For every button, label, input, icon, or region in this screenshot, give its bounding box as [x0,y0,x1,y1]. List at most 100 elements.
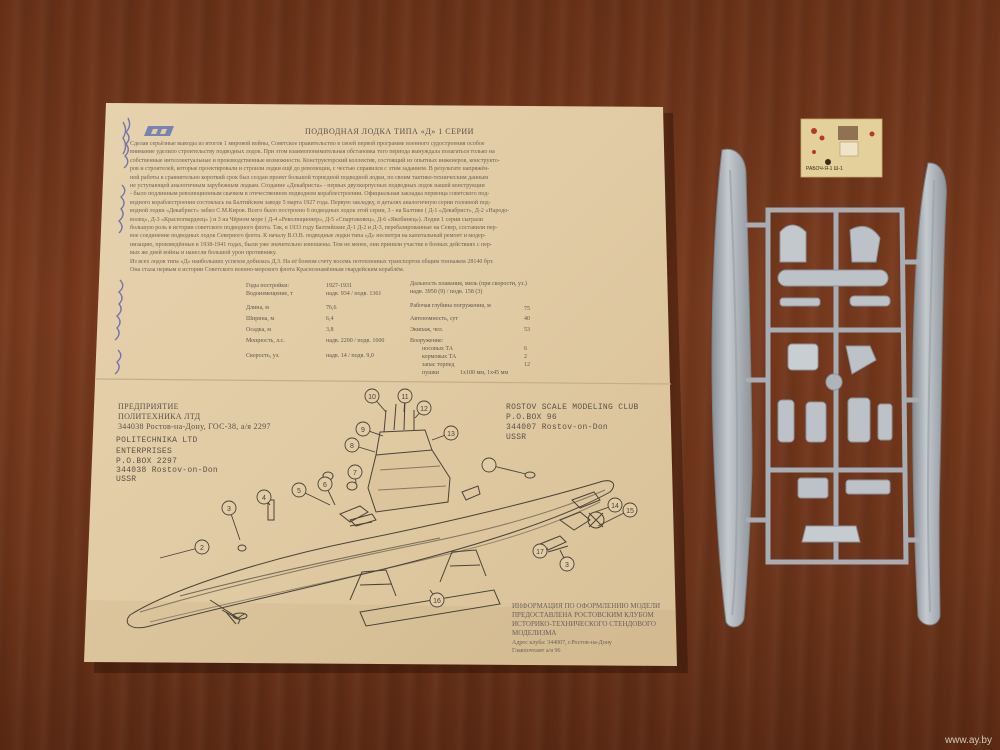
sheet-title: ПОДВОДНАЯ ЛОДКА ТИПА «Д» 1 СЕРИИ [305,127,474,136]
part-number: 4 [262,495,266,502]
part-number: 13 [447,431,455,438]
part-number: 3 [227,506,231,513]
club-line: USSR [506,433,527,442]
history-line: волец», Д-3 «Красногвардеец» ) и 3 на Чё… [130,216,483,223]
history-line: Из всех лодок типа «Д» наибольших успехо… [130,258,494,265]
spec-label: Осадка, м [246,327,272,333]
spec-label: Годы постройки: [246,283,290,289]
spec-value: 1х100 мм, 1х45 мм [460,370,509,376]
spec-value: 1927-1931 [326,283,352,289]
spec-label: Скорость, уз. [246,353,280,359]
spec-value: надв. 2200 / подв. 1600 [326,338,385,344]
club-line: ROSTOV SCALE MODELING CLUB [506,403,639,412]
decal-text: РАБОЧ-Я-1 Ш-1 [806,166,843,172]
decal-sheet [800,118,883,178]
history-line: вое соединение подводных лодок Северного… [130,233,486,240]
history-line: Сделав серьёзные выводы из итогов 1 миро… [130,141,485,147]
spec-label: Мощность, л.с. [246,338,285,344]
spec-value: 6,4 [326,316,334,322]
spec-label: Вооружение: [410,338,444,344]
spec-value: 3,8 [326,327,334,333]
spec-label: кормовых ТА [422,354,457,360]
part-callouts [159,388,638,608]
spec-value: 75 [524,306,530,312]
conning-tower [367,449,451,513]
history-line: внимание уделило строительству подводных… [130,149,495,156]
spec-label: Экипаж, чел. [410,327,444,333]
history-line: водного кораблестроения состоялась на Ба… [130,199,491,206]
kit-logo [144,126,174,136]
spec-value: 76,6 [326,305,337,311]
spec-label: пушки [422,370,439,376]
info-line: ПРЕДОСТАВЛЕНА РОСТОВСКИМ КЛУБОМ [512,611,654,619]
part-number: 17 [536,549,544,556]
part-number: 9 [361,427,365,434]
part-number: 6 [323,482,327,489]
scribble-marks [114,117,131,375]
part-number: 12 [420,406,428,413]
deck-gun [339,505,369,523]
publisher-line: ПРЕДПРИЯТИЕ [118,402,179,411]
spec-label: Дальность плавания, миль (при скорости, … [410,281,527,287]
hull-half-left [711,148,753,628]
history-line: - было подлинным революционным скачком в… [130,191,490,198]
spec-value: надв. 3950 (9) / подв. 158 (3) [410,289,483,295]
submarine-drawing [126,399,615,629]
part-number: 2 [200,545,204,552]
publisher-line: ПОЛИТЕХНИКА ЛТД [118,412,201,421]
history-line: ров и строителей, которые проектировали … [130,166,490,173]
spec-value: 6 [524,346,527,352]
history-line: водной лодки «Декабрист» забил С.М.Киров… [130,208,510,215]
history-line: собственные интеллектуальные и производс… [130,157,500,164]
part-number: 3 [565,562,569,569]
history-line: ной работы в сравнительно короткий срок … [130,174,489,181]
spec-label: Длина, м [246,305,269,311]
sprue-parts [777,224,893,543]
spec-label: Рабочая глубина погружения, м [410,303,491,309]
part-number: 16 [433,598,441,605]
history-line: вых же дней войны и нанесли большой урон… [130,250,277,257]
part-number: 11 [401,394,408,401]
part-number: 15 [626,508,634,515]
spec-value: 53 [524,327,530,333]
spec-label: Ширина, м [246,316,275,322]
spec-label: носовых ТА [422,346,454,352]
spec-value: надв. 934 / подв. 1361 [326,291,382,297]
fold-line [95,378,672,385]
publisher-line: P.O.BOX 2297 [116,457,178,466]
history-line: низацию, произведённые в 1938-1941 годах… [130,241,492,248]
spec-label: Водоизмещение, т [246,291,293,297]
spec-label: Автономность, сут [410,316,459,322]
club-line: P.O.BOX 96 [506,413,558,422]
part-number: 7 [353,470,357,477]
publisher-line: 344038 Rostov-on-Don [116,466,219,475]
info-line: Главпочтамт а/я 96 [512,648,561,654]
decal-stars [811,128,875,154]
spec-value: надв. 14 / подв. 9,0 [326,353,374,359]
photo-credit: www.ay.by [944,735,992,746]
history-line: Она стала первым в истории Советского во… [130,267,405,274]
history-text: Сделав серьёзные выводы из итогов 1 миро… [130,140,630,275]
spec-label: запас торпед [422,362,455,368]
history-line: большую роль в истории советского подвод… [130,225,498,232]
display-stand [349,569,397,601]
hull-outline [126,480,615,629]
info-line: ИСТОРИКО-ТЕХНИЧЕСКОГО СТЕНДОВОГО [512,620,656,628]
part-number: 8 [350,443,354,450]
part-number: 5 [297,488,301,495]
publisher-line: ENTERPRISES [116,447,173,456]
club-line: 344007 Rostov-on-Don [506,423,609,432]
spec-value: 12 [524,362,530,368]
publisher-line: POLITECHNIKA LTD [116,436,198,445]
part-number: 14 [611,503,619,510]
info-line: МОДЕЛИЗМА [512,629,557,637]
spec-value: 2 [524,354,527,360]
info-line: ИНФОРМАЦИЯ ПО ОФОРМЛЕНИЮ МОДЕЛИ [512,602,661,610]
info-line: Адрес клуба: 344007, г.Ростов-на-Дону [512,640,612,646]
spec-value: 40 [524,316,530,322]
publisher-line: 344038 Ростов-на-Дону, ГОС-38, а/я 2297 [118,422,271,431]
sprue-frame [745,207,921,565]
history-line: не уступающей аналогичным зарубежным лод… [130,183,485,190]
